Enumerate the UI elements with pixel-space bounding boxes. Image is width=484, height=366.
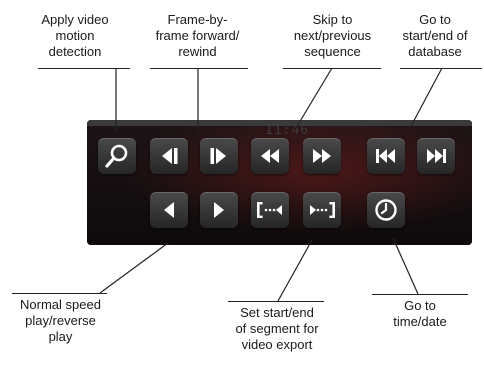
go-to-end-icon [427, 149, 446, 163]
playback-control-panel: 11:46 [87, 120, 472, 245]
skip-next-icon [313, 149, 331, 163]
go-to-start-icon [376, 149, 395, 163]
reverse-play-button[interactable] [150, 192, 188, 228]
frame-rewind-button[interactable] [150, 138, 188, 174]
go-to-time-button[interactable] [367, 192, 405, 228]
leader-goto [392, 237, 419, 295]
play-icon [214, 202, 224, 218]
rule-frame [150, 68, 248, 69]
panel-top-bar [87, 120, 472, 126]
segment-start-button[interactable] [251, 192, 289, 228]
leader-segment [277, 239, 313, 302]
label-normal-speed: Normal speed play/reverse play [20, 297, 101, 344]
label-frame-by-frame: Frame-by- frame forward/ rewind [155, 12, 240, 59]
segment-start-icon [257, 202, 282, 218]
label-go-to-time: Go to time/date [393, 298, 447, 329]
label-start-end-database: Go to start/end of database [402, 12, 468, 59]
label-segment-export: Set start/end of segment for video expor… [235, 305, 319, 352]
segment-end-button[interactable] [303, 192, 341, 228]
rule-normal-speed [12, 293, 107, 294]
play-button[interactable] [200, 192, 238, 228]
label-motion-detection: Apply video motion detection [41, 12, 109, 59]
leader-database [409, 67, 443, 129]
frame-forward-button[interactable] [200, 138, 238, 174]
leader-skip [295, 67, 333, 129]
label-skip-sequence: Skip to next/previous sequence [293, 12, 372, 59]
motion-detection-button[interactable] [98, 138, 136, 174]
go-to-start-button[interactable] [367, 138, 405, 174]
leader-normal-speed [99, 242, 169, 294]
frame-forward-icon [210, 148, 226, 164]
segment-end-icon [310, 202, 335, 218]
reverse-play-icon [164, 202, 174, 218]
frame-back-icon [162, 148, 178, 164]
skip-previous-button[interactable] [251, 138, 289, 174]
clock-icon [375, 199, 397, 221]
skip-next-button[interactable] [303, 138, 341, 174]
rule-goto [372, 294, 468, 295]
rule-motion [38, 68, 130, 69]
search-icon [105, 144, 128, 168]
go-to-end-button[interactable] [417, 138, 455, 174]
skip-previous-icon [261, 149, 279, 163]
rule-database [400, 68, 482, 69]
rule-segment [228, 301, 324, 302]
